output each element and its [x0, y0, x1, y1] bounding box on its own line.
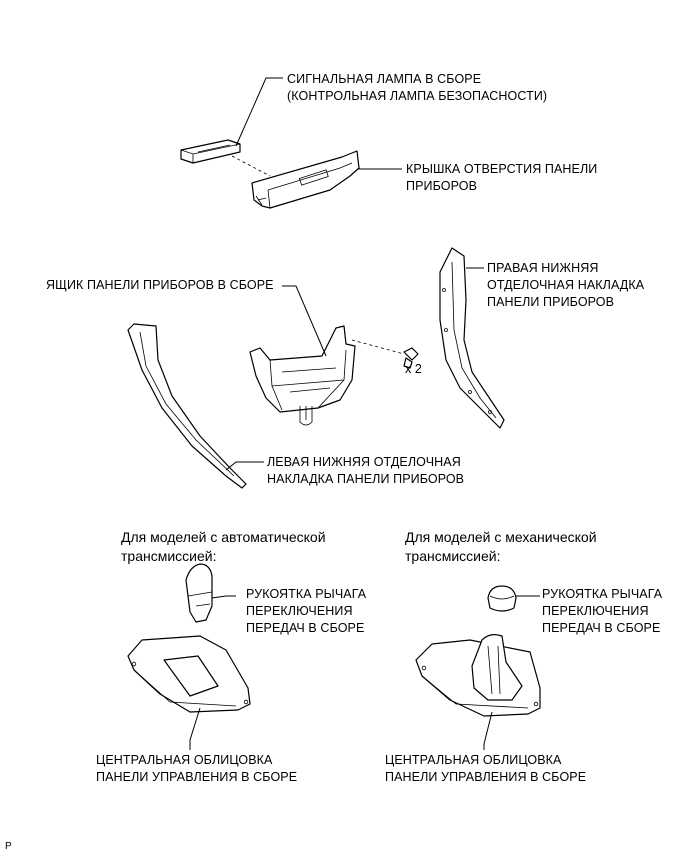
- hole-cover-label: КРЫШКА ОТВЕРСТИЯ ПАНЕЛИ ПРИБОРОВ: [406, 162, 598, 193]
- at-knob-leader-line: [211, 595, 236, 599]
- lamp-guide-line: [231, 155, 271, 177]
- at-panel-leader-line: [189, 707, 201, 750]
- left-lower-trim-part: [127, 323, 247, 489]
- mt-shift-knob-part: [487, 585, 517, 612]
- at-models-note: Для моделей с автоматической трансмиссие…: [121, 529, 326, 564]
- screw-guide-line: [351, 339, 405, 355]
- at-console-panel-part: [127, 635, 251, 713]
- lamp-leader-line: [235, 77, 283, 147]
- mt-console-panel-part: [415, 634, 541, 717]
- at-knob-label: РУКОЯТКА РЫЧАГА ПЕРЕКЛЮЧЕНИЯ ПЕРЕДАЧ В С…: [246, 587, 367, 635]
- at-shift-knob-part: [185, 563, 213, 623]
- right-trim-label: ПРАВАЯ НИЖНЯЯ ОТДЕЛОЧНАЯ НАКЛАДКА ПАНЕЛИ…: [487, 261, 645, 309]
- mt-knob-label: РУКОЯТКА РЫЧАГА ПЕРЕКЛЮЧЕНИЯ ПЕРЕДАЧ В С…: [542, 587, 663, 635]
- glove-box-label: ЯЩИК ПАНЕЛИ ПРИБОРОВ В СБОРЕ: [46, 278, 274, 292]
- left-trim-leader-line: [225, 461, 264, 471]
- mt-models-note: Для моделей с механической трансмиссией:: [405, 529, 597, 564]
- right-lower-trim-part: [439, 247, 505, 429]
- hole-cover-part: [251, 150, 360, 209]
- glove-box-part: [249, 325, 356, 426]
- corner-code: P: [5, 841, 12, 852]
- mt-panel-label: ЦЕНТРАЛЬНАЯ ОБЛИЦОВКА ПАНЕЛИ УПРАВЛЕНИЯ …: [385, 753, 587, 784]
- screw-quantity-label: x 2: [405, 362, 422, 376]
- glove-box-leader-line: [282, 285, 327, 357]
- left-trim-label: ЛЕВАЯ НИЖНЯЯ ОТДЕЛОЧНАЯ НАКЛАДКА ПАНЕЛИ …: [267, 455, 465, 486]
- screw-part: [403, 347, 419, 369]
- signal-lamp-label: СИГНАЛЬНАЯ ЛАМПА В СБОРЕ (КОНТРОЛЬНАЯ ЛА…: [287, 72, 548, 103]
- signal-lamp-part: [180, 139, 241, 164]
- at-panel-label: ЦЕНТРАЛЬНАЯ ОБЛИЦОВКА ПАНЕЛИ УПРАВЛЕНИЯ …: [96, 753, 298, 784]
- mt-panel-leader-line: [483, 711, 493, 750]
